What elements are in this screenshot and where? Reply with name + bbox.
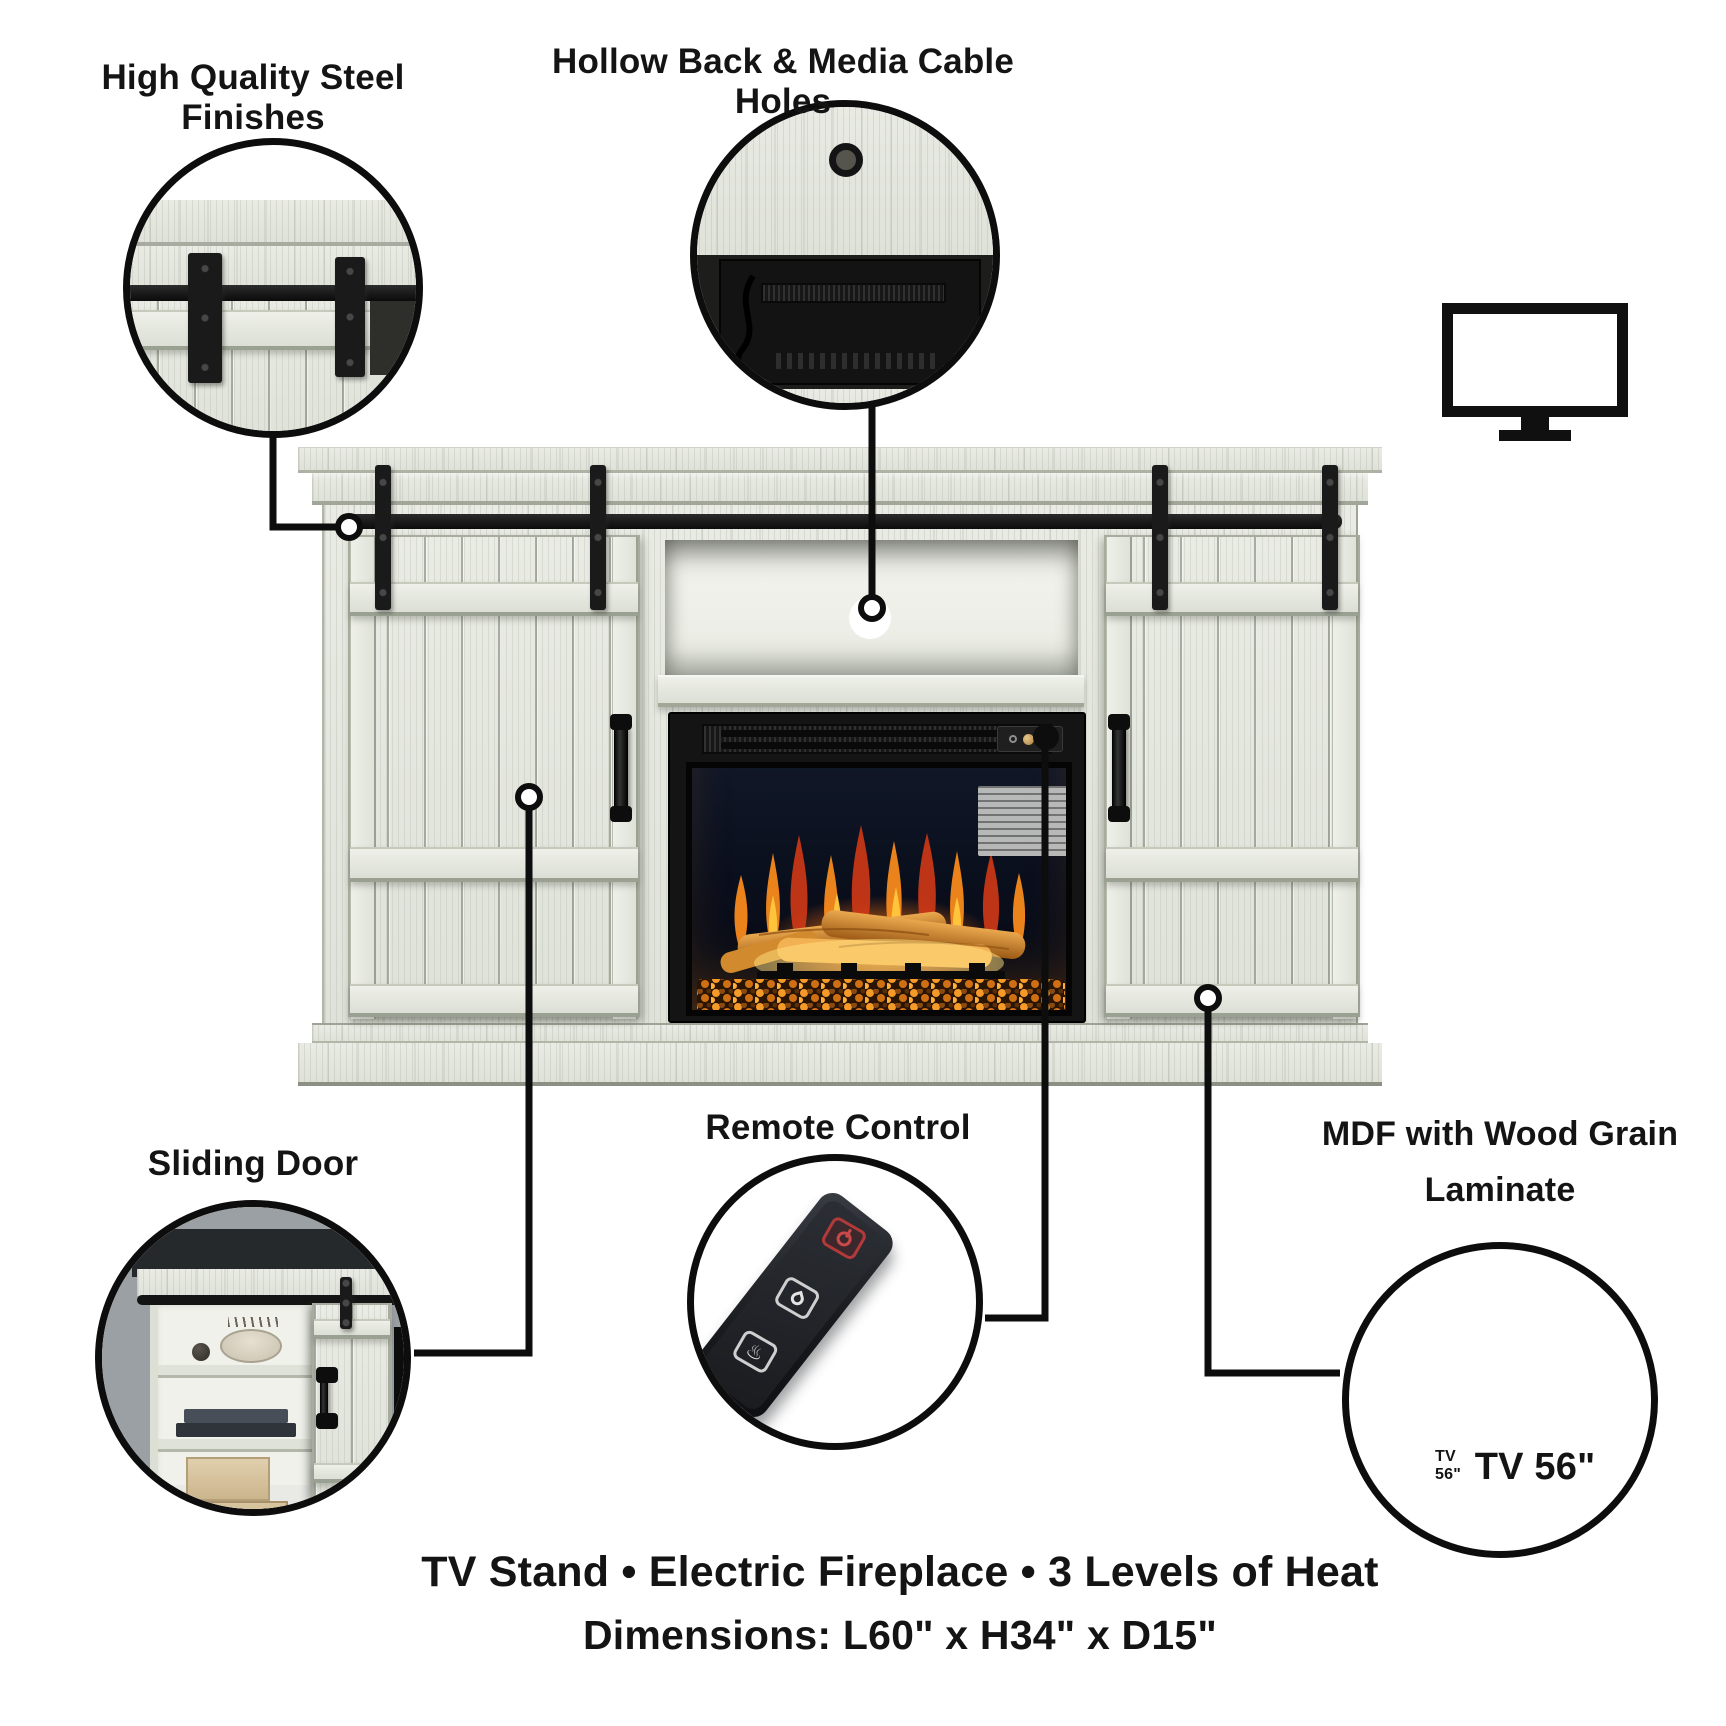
steel-zoom-crown — [130, 200, 416, 246]
left-door-board-bottom — [350, 984, 638, 1017]
base-molding-plinth — [298, 1043, 1382, 1086]
steel-zoom-shelf — [370, 375, 416, 431]
crown-molding-lower — [312, 473, 1368, 505]
rail-strap-right-2 — [1322, 465, 1338, 610]
marker-remote — [1033, 724, 1059, 750]
open-cabinet-interior — [150, 1299, 320, 1509]
right-door-board-bottom — [1106, 984, 1358, 1017]
open-sliding-door-panel — [312, 1303, 392, 1499]
steel-zoom-bracket-left — [188, 253, 222, 383]
steel-zoom-dark-recess — [365, 294, 416, 389]
label-remote-control: Remote Control — [705, 1108, 971, 1147]
steel-zoom-bracket-right — [335, 257, 365, 377]
right-door-stile-left — [1106, 537, 1132, 1019]
left-door-stile-left — [350, 537, 376, 1019]
ember-bed — [697, 979, 1065, 1010]
steel-zoom-rail — [130, 285, 416, 301]
label-hollow-back: Hollow Back & Media Cable Holes — [551, 42, 1015, 121]
open-door-rail — [137, 1295, 404, 1305]
cable-hole — [829, 143, 863, 177]
footer-features: TV Stand • Electric Fireplace • 3 Levels… — [421, 1548, 1379, 1596]
label-mdf-line1: MDF with Wood Grain — [1321, 1115, 1679, 1153]
connector-mdf — [1204, 1008, 1340, 1377]
left-door-board-middle — [350, 847, 638, 882]
right-door-stile-right — [1332, 537, 1358, 1019]
shelf-board-1 — [158, 1365, 320, 1378]
barn-door-rail — [338, 514, 1342, 529]
flames-and-logs — [697, 825, 1065, 1010]
power-icon — [833, 1227, 855, 1249]
marker-sliding-door — [515, 783, 543, 811]
connector-remote — [985, 742, 1049, 1322]
tv-icon — [1442, 303, 1628, 417]
rail-strap-left-2 — [590, 465, 606, 610]
control-knob-1 — [1023, 733, 1034, 745]
storage-boxes — [172, 1457, 292, 1509]
label-sliding-door: Sliding Door — [147, 1144, 359, 1183]
left-barn-door — [348, 535, 640, 1019]
open-door-fireplace-glimpse — [394, 1327, 404, 1499]
callout-circle-steel-finishes — [123, 138, 423, 438]
book-stack — [176, 1403, 296, 1439]
marker-hollow-back — [858, 594, 886, 622]
steel-zoom-door — [130, 294, 370, 431]
remote-control: ♨ — [694, 1186, 900, 1424]
right-door-board-middle — [1106, 847, 1358, 882]
rail-strap-left-1 — [375, 465, 391, 610]
right-door-handle — [1108, 714, 1130, 822]
firebox — [686, 762, 1072, 1016]
back-panel-bottom — [697, 389, 993, 403]
left-door-handle — [610, 714, 632, 822]
label-steel-finishes: High Quality Steel Finishes — [101, 58, 405, 137]
marker-steel — [335, 513, 363, 541]
open-door-small-handle — [316, 1367, 338, 1429]
base-molding-step — [312, 1023, 1368, 1043]
label-tv-size: TV 56" — [1474, 1446, 1596, 1488]
warning-label — [978, 786, 1066, 856]
back-panel-top — [697, 107, 993, 255]
footer-dimensions: Dimensions: L60" x H34" x D15" — [583, 1612, 1217, 1658]
shelf-board-2 — [158, 1439, 320, 1452]
fireplace-back-unit — [719, 259, 981, 385]
rail-strap-right-1 — [1152, 465, 1168, 610]
callout-circle-hollow-back — [690, 100, 1000, 410]
label-mdf-laminate: MDF with Wood Grain Laminate — [1318, 1106, 1682, 1218]
heat-icon: ♨ — [741, 1338, 769, 1367]
connector-steel — [269, 436, 340, 531]
tv-icon-base — [1499, 430, 1571, 441]
crown-molding-top — [298, 447, 1382, 473]
marker-mdf — [1194, 984, 1222, 1012]
media-shelf-board — [658, 675, 1084, 707]
tv-icon-neck — [1521, 417, 1549, 430]
fireplace-vent — [702, 724, 1052, 754]
flame-icon — [789, 1290, 806, 1307]
callout-circle-sliding-door — [95, 1200, 411, 1516]
connector-sliding-door — [414, 806, 533, 1357]
control-indicator-icon — [1009, 735, 1017, 743]
right-barn-door — [1104, 535, 1360, 1019]
open-door-strap — [340, 1277, 352, 1329]
right-door-board-top — [1106, 582, 1358, 616]
callout-circle-mdf — [1342, 1242, 1658, 1558]
trinket-dish — [220, 1329, 282, 1363]
power-cord — [735, 274, 756, 381]
fireplace-insert — [668, 712, 1086, 1023]
callout-circle-remote: ♨ — [687, 1154, 983, 1450]
trinket-sphere — [192, 1343, 210, 1361]
label-mdf-line2: Laminate — [1424, 1171, 1576, 1209]
trinket-twig — [228, 1317, 278, 1327]
